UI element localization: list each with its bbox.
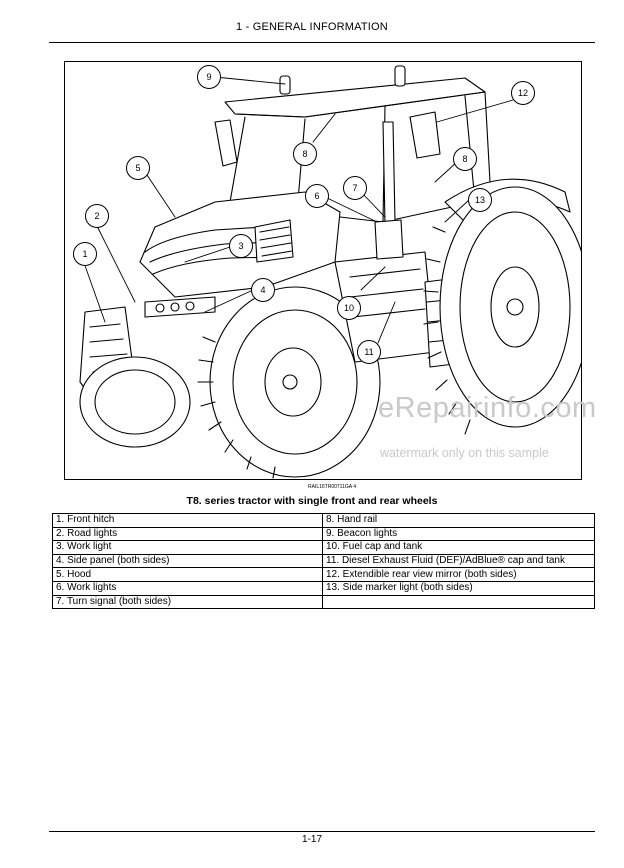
legend-cell: 12. Extendible rear view mirror (both si…	[322, 567, 595, 582]
table-row: 6. Work lights 13. Side marker light (bo…	[52, 580, 595, 596]
callout-9: 9	[197, 65, 221, 89]
figure-caption: T8. series tractor with single front and…	[186, 495, 438, 507]
legend-cell: 7. Turn signal (both sides)	[52, 594, 323, 610]
table-row: 5. Hood 12. Extendible rear view mirror …	[52, 567, 595, 582]
tractor-illustration: 1 2 3 4 5 6 7 8 8 9 10 11 12 13	[64, 61, 582, 480]
callout-11: 11	[357, 340, 381, 364]
callout-leaders	[82, 76, 514, 344]
table-row: 4. Side panel (both sides) 11. Diesel Ex…	[52, 553, 595, 569]
legend-cell: 4. Side panel (both sides)	[52, 553, 323, 569]
legend-cell: 8. Hand rail	[322, 513, 595, 528]
table-row: 1. Front hitch 8. Hand rail	[52, 513, 595, 528]
page-header: 1 - GENERAL INFORMATION	[236, 21, 388, 33]
legend-cell: 1. Front hitch	[52, 513, 323, 528]
callout-12: 12	[511, 81, 535, 105]
legend-cell: 9. Beacon lights	[322, 526, 595, 542]
legend-cell: 3. Work light	[52, 540, 323, 555]
watermark-note: watermark only on this sample	[380, 446, 549, 460]
legend-cell: 10. Fuel cap and tank	[322, 540, 595, 555]
callout-7: 7	[343, 176, 367, 200]
legend-cell	[322, 594, 595, 610]
footer-rule	[49, 831, 595, 832]
legend-cell: 6. Work lights	[52, 580, 323, 596]
callout-2: 2	[85, 204, 109, 228]
header-rule	[49, 42, 595, 43]
callout-4: 4	[251, 278, 275, 302]
table-row: 7. Turn signal (both sides)	[52, 594, 595, 610]
table-row: 3. Work light 10. Fuel cap and tank	[52, 540, 595, 555]
legend-table: 1. Front hitch 8. Hand rail 2. Road ligh…	[52, 513, 595, 610]
callout-6: 6	[305, 184, 329, 208]
callout-8b: 8	[453, 147, 477, 171]
legend-cell: 11. Diesel Exhaust Fluid (DEF)/AdBlue® c…	[322, 553, 595, 569]
legend-cell: 5. Hood	[52, 567, 323, 582]
callout-3: 3	[229, 234, 253, 258]
figure-code: RAIL16TR00711GA 4	[308, 484, 356, 490]
callout-13: 13	[468, 188, 492, 212]
callout-10: 10	[337, 296, 361, 320]
table-row: 2. Road lights 9. Beacon lights	[52, 526, 595, 542]
callout-8a: 8	[293, 142, 317, 166]
page-number: 1-17	[301, 834, 322, 845]
callout-5: 5	[126, 156, 150, 180]
legend-cell: 13. Side marker light (both sides)	[322, 580, 595, 596]
legend-cell: 2. Road lights	[52, 526, 323, 542]
watermark-site: eRepairinfo.com	[378, 392, 597, 424]
callout-1: 1	[73, 242, 97, 266]
